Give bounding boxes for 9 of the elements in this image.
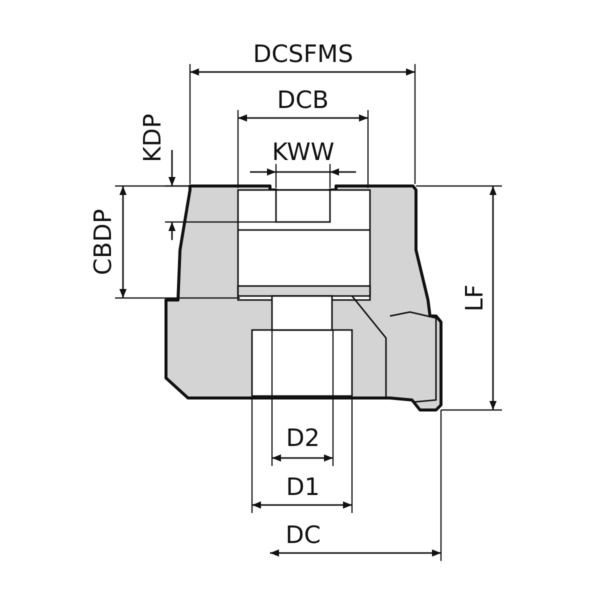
- dimension-label: KDP: [140, 114, 164, 162]
- dimension-label: DCSFMS: [253, 42, 354, 66]
- dimension-label: DCB: [277, 88, 329, 112]
- dimension-label: CBDP: [91, 208, 116, 276]
- dimension-label: KWW: [272, 140, 334, 164]
- dimension-label: LF: [462, 284, 486, 312]
- dimension-label: D2: [286, 426, 320, 450]
- dimension-label: DC: [286, 523, 321, 547]
- dimension-label: D1: [286, 475, 320, 499]
